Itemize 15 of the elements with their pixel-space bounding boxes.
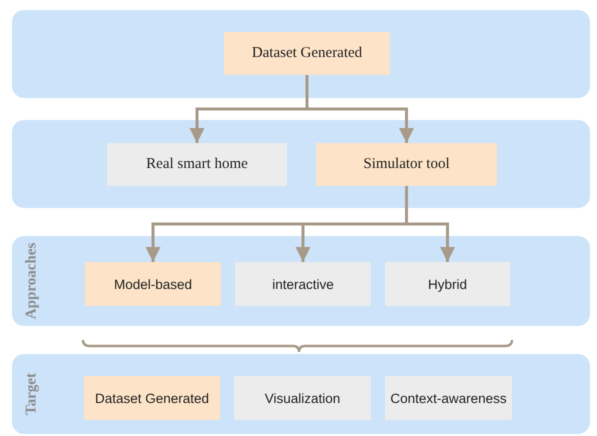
lane-band	[12, 236, 590, 326]
lane-band	[12, 354, 590, 434]
process-box: Dataset Generated	[84, 376, 220, 420]
process-box: Context-awareness	[385, 376, 512, 420]
process-box: interactive	[235, 262, 371, 306]
stage-band	[12, 120, 590, 208]
process-box: Dataset Generated	[224, 32, 390, 75]
process-box: Hybrid	[385, 262, 510, 306]
process-box: Model-based	[85, 262, 221, 306]
stage-band	[12, 10, 590, 98]
lane-label: Approaches	[24, 242, 40, 320]
process-box: Simulator tool	[316, 143, 497, 186]
process-box: Real smart home	[107, 143, 287, 186]
process-box: Visualization	[234, 376, 371, 420]
lane-label: Target	[24, 373, 40, 415]
